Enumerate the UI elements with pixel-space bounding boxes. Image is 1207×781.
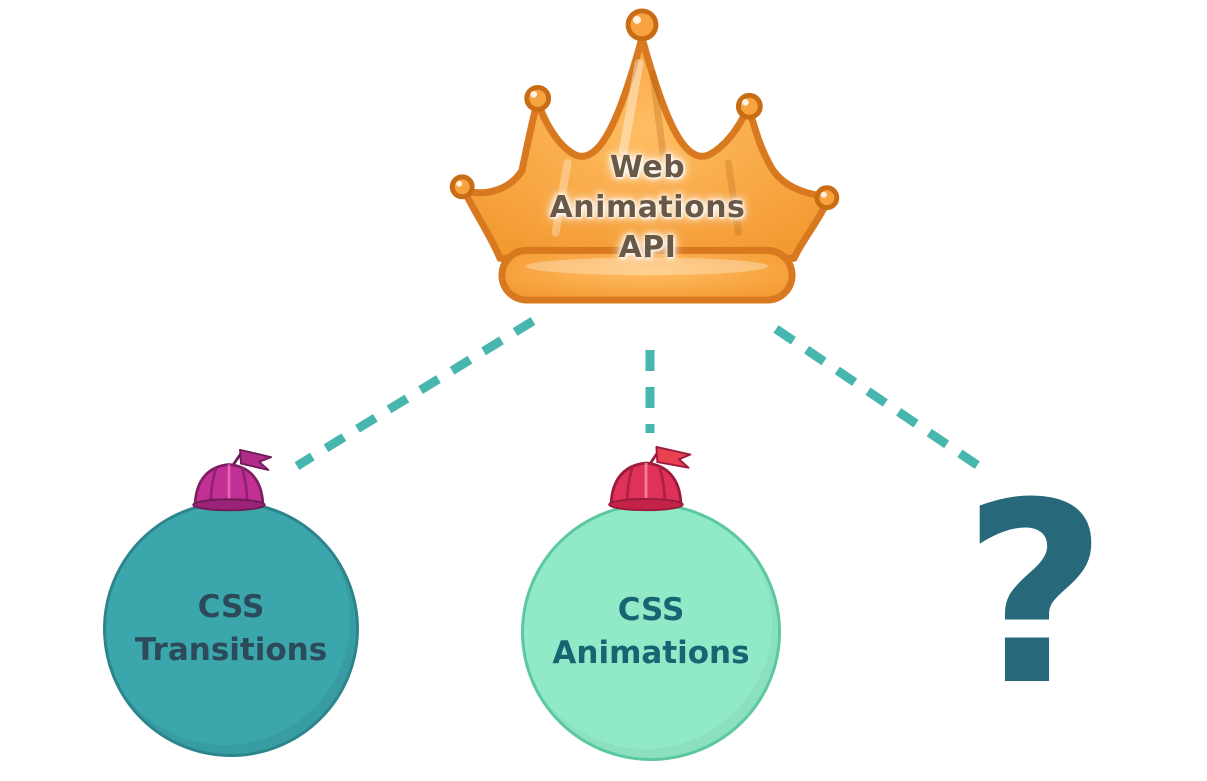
node-css-animations-label: CSS Animations	[552, 589, 749, 675]
node-css-transitions-line-1: CSS	[197, 589, 265, 626]
crown-node	[448, 2, 846, 310]
node-css-transitions-label: CSS Transitions	[135, 586, 327, 672]
connector-left	[294, 317, 536, 470]
question-mark: ?	[962, 449, 1108, 740]
crown-label-line-3: API	[618, 230, 677, 265]
node-css-animations-line-2: Animations	[552, 635, 750, 671]
node-css-transitions: CSS Transitions	[103, 501, 359, 757]
crown-label-line-2: Animations	[549, 190, 746, 225]
flag-middle-icon	[655, 446, 692, 469]
hat-brim-middle	[608, 497, 684, 512]
connector-right	[773, 325, 992, 477]
flag-left-icon	[239, 448, 273, 471]
hat-brim-left	[192, 498, 266, 512]
crown-label: Web Animations API	[450, 148, 845, 268]
crown-label-line-1: Web	[609, 150, 686, 185]
node-css-animations-line-1: CSS	[617, 592, 685, 629]
node-css-animations: CSS Animations	[521, 503, 781, 761]
crown-band	[498, 246, 796, 304]
beanie-hat-left-icon	[192, 448, 273, 512]
node-css-transitions-line-2: Transitions	[134, 632, 328, 668]
beanie-hat-middle-icon	[608, 446, 692, 512]
crown-icon	[449, 8, 840, 304]
crown-ball-icons	[449, 8, 840, 211]
